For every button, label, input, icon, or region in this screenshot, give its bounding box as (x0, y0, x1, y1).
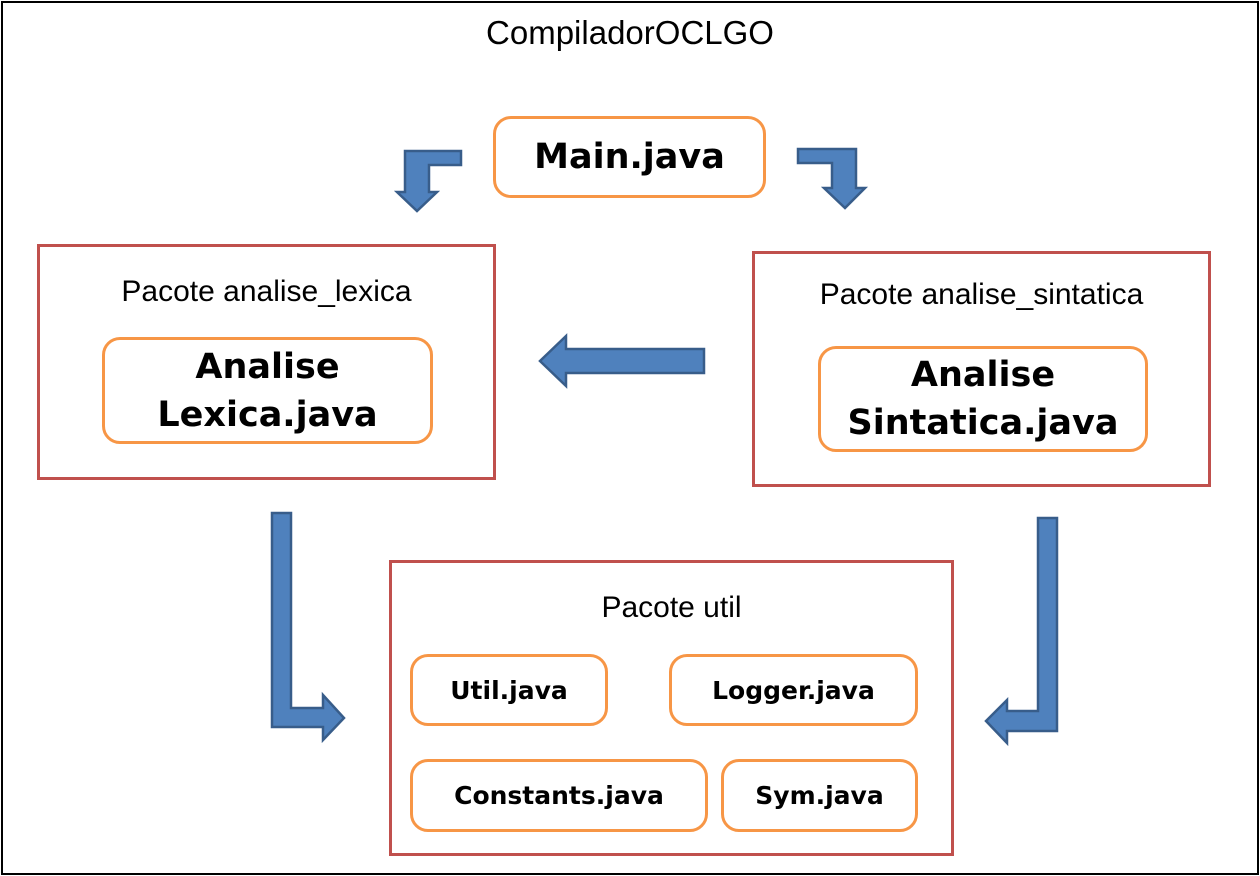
logger-java-box: Logger.java (669, 654, 918, 726)
arrow-sintatica-to-lexica (538, 333, 706, 389)
sym-java-label: Sym.java (755, 781, 884, 810)
arrow-lexica-to-util (270, 511, 346, 744)
analise-lexica-line1: Analise (195, 346, 340, 387)
arrow-main-to-lexica (393, 149, 463, 213)
package-analise-lexica-label: Pacote analise_lexica (121, 275, 412, 308)
constants-java-label: Constants.java (454, 781, 664, 810)
diagram-title: CompiladorOCLGO (486, 14, 774, 51)
util-java-label: Util.java (450, 675, 568, 705)
package-analise-sintatica-label: Pacote analise_sintatica (819, 278, 1144, 311)
analise-sintatica-line2: Sintatica.java (847, 403, 1119, 443)
arrow-sintatica-to-util (984, 516, 1059, 747)
package-util-label: Pacote util (601, 591, 742, 624)
analise-sintatica-line1: Analise (910, 355, 1056, 395)
constants-java-box: Constants.java (410, 759, 708, 832)
analise-lexica-line2: Lexica.java (157, 394, 378, 435)
main-java-box: Main.java (493, 116, 766, 198)
analise-sintatica-java-box: Analise Sintatica.java (818, 346, 1148, 452)
util-java-box: Util.java (410, 654, 608, 726)
analise-lexica-java-box: Analise Lexica.java (102, 337, 433, 444)
arrow-main-to-sintatica (796, 147, 869, 210)
logger-java-label: Logger.java (712, 675, 875, 705)
main-java-label: Main.java (534, 137, 725, 177)
sym-java-box: Sym.java (721, 759, 918, 832)
